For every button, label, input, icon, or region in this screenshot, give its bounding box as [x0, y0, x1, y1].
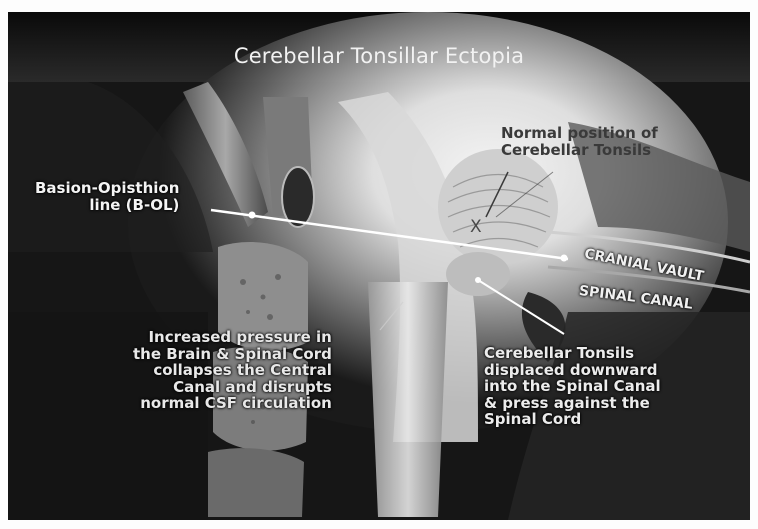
opisthion-point [561, 255, 568, 262]
tonsils-displaced-label: Cerebellar Tonsils displaced downward in… [484, 345, 661, 428]
basion-point [249, 212, 256, 219]
spinal-cord [368, 282, 448, 517]
normal-position-label: Normal position of Cerebellar Tonsils [501, 125, 658, 158]
cerebellum [438, 149, 558, 265]
diagram-title: Cerebellar Tonsillar Ectopia [8, 44, 750, 68]
pressure-label: Increased pressure in the Brain & Spinal… [133, 329, 332, 412]
tonsil [446, 252, 510, 296]
normal-position-marker: X [470, 217, 482, 237]
basion-opisthion-label: Basion-Opisthion line (B-OL) [35, 180, 179, 213]
tonsils-pointer-dot [475, 277, 481, 283]
illustration-frame: Cerebellar Tonsillar Ectopia Basion-Opis… [8, 12, 750, 520]
vertebra-c3 [208, 448, 304, 517]
foramen [282, 167, 314, 227]
